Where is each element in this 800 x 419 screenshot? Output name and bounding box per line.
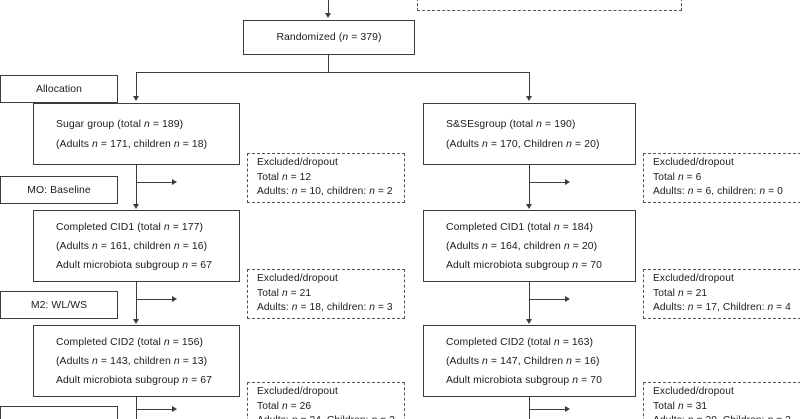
sugar-excl2-total: Total n = 21 bbox=[257, 287, 312, 299]
ssse-cid2-line-1: Completed CID2 (total n = 163) bbox=[446, 336, 594, 348]
connector-randomized-down bbox=[328, 55, 330, 72]
stage-m2-text: M2: WL/WS bbox=[30, 299, 88, 311]
randomized-box: Randomized (n = 379) bbox=[243, 20, 415, 55]
sugar-excl1-detail: Adults: n = 10, children: n = 2 bbox=[257, 186, 393, 198]
sugar-excl3-heading: Excluded/dropout bbox=[257, 385, 338, 397]
connector-split-right bbox=[529, 72, 531, 96]
arrow-into-ssse-excl2 bbox=[565, 295, 570, 302]
sugar-excluded-after-allocation-box: Excluded/dropout Total n = 12 Adults: n … bbox=[247, 153, 405, 203]
screening-exclusions-box: □ Declined to participate (n = 6) bbox=[417, 0, 682, 11]
sugar-cid1-line-2: (Adults n = 161, children n = 16) bbox=[56, 240, 208, 252]
arrow-into-sugar-group bbox=[133, 96, 140, 101]
ssse-excl3-heading: Excluded/dropout bbox=[653, 385, 734, 397]
sugar-excl2-heading: Excluded/dropout bbox=[257, 272, 338, 284]
connector-split-left bbox=[136, 72, 138, 96]
ssse-excl3-total: Total n = 31 bbox=[653, 400, 708, 412]
sugar-cid2-line-3: Adult microbiota subgroup n = 67 bbox=[56, 374, 212, 386]
sugar-excluded-after-cid1-box: Excluded/dropout Total n = 21 Adults: n … bbox=[247, 269, 405, 319]
arrow-into-ssse-cid2 bbox=[526, 319, 533, 324]
stage-label-next bbox=[0, 406, 118, 419]
arrow-into-sugar-cid1 bbox=[133, 204, 140, 209]
sugar-allocation-box: Sugar group (total n = 189) (Adults n = … bbox=[33, 103, 240, 165]
ssse-excl2-heading: Excluded/dropout bbox=[653, 272, 734, 284]
ssse-allocation-box: S&SEsgroup (total n = 190) (Adults n = 1… bbox=[423, 103, 636, 165]
ssse-allocation-line-1: S&SEsgroup (total n = 190) bbox=[446, 118, 576, 130]
sugar-allocation-line-2: (Adults n = 171, children n = 18) bbox=[56, 138, 208, 150]
ssse-excl1-total: Total n = 6 bbox=[653, 171, 702, 183]
sugar-excluded-after-cid2-box: Excluded/dropout Total n = 26 Adults: n … bbox=[247, 382, 405, 419]
ssse-cid1-box: Completed CID1 (total n = 184) (Adults n… bbox=[423, 210, 636, 282]
arrow-into-randomized bbox=[325, 13, 332, 18]
connector-ssse-excl2 bbox=[529, 299, 566, 301]
stage-allocation-text: Allocation bbox=[35, 83, 83, 95]
ssse-cid2-line-2: (Adults n = 147, Children n = 16) bbox=[446, 355, 600, 367]
connector-ssse-alloc-down bbox=[529, 165, 531, 207]
connector-sugar-excl3 bbox=[136, 409, 173, 411]
arrow-into-ssse-group bbox=[526, 96, 533, 101]
stage-label-m2: M2: WL/WS bbox=[0, 291, 118, 319]
sugar-cid2-line-2: (Adults n = 143, children n = 13) bbox=[56, 355, 208, 367]
ssse-excl1-detail: Adults: n = 6, children: n = 0 bbox=[653, 186, 783, 198]
connector-sugar-cid2-down bbox=[136, 397, 138, 419]
ssse-excluded-after-allocation-box: Excluded/dropout Total n = 6 Adults: n =… bbox=[643, 153, 800, 203]
sugar-excl1-heading: Excluded/dropout bbox=[257, 156, 338, 168]
randomized-label: Randomized (n = 379) bbox=[276, 32, 382, 43]
connector-screening-to-randomized bbox=[328, 0, 330, 14]
arrow-into-sugar-excl1 bbox=[172, 178, 177, 185]
ssse-excl3-detail: Adults: n = 29, Children: n = 2 bbox=[653, 414, 800, 419]
ssse-cid2-line-3: Adult microbiota subgroup n = 70 bbox=[446, 374, 602, 386]
connector-sugar-cid1-down bbox=[136, 282, 138, 322]
ssse-cid1-line-3: Adult microbiota subgroup n = 70 bbox=[446, 259, 602, 271]
ssse-excluded-after-cid1-box: Excluded/dropout Total n = 21 Adults: n … bbox=[643, 269, 800, 319]
ssse-excl1-heading: Excluded/dropout bbox=[653, 156, 734, 168]
connector-sugar-alloc-down bbox=[136, 165, 138, 207]
ssse-cid2-box: Completed CID2 (total n = 163) (Adults n… bbox=[423, 325, 636, 397]
ssse-excl2-total: Total n = 21 bbox=[653, 287, 708, 299]
connector-sugar-excl1 bbox=[136, 182, 173, 184]
sugar-excl1-total: Total n = 12 bbox=[257, 171, 312, 183]
stage-label-baseline: MO: Baseline bbox=[0, 176, 118, 204]
allocation-split-bus bbox=[136, 72, 530, 74]
arrow-into-sugar-cid2 bbox=[133, 319, 140, 324]
sugar-cid1-line-1: Completed CID1 (total n = 177) bbox=[56, 221, 204, 233]
arrow-into-ssse-excl3 bbox=[565, 405, 570, 412]
sugar-excl3-detail: Adults: n = 24, Children: n = 2 bbox=[257, 414, 404, 419]
sugar-cid1-box: Completed CID1 (total n = 177) (Adults n… bbox=[33, 210, 240, 282]
sugar-excl3-total: Total n = 26 bbox=[257, 400, 312, 412]
connector-ssse-excl3 bbox=[529, 409, 566, 411]
stage-label-allocation: Allocation bbox=[0, 75, 118, 103]
ssse-excluded-after-cid2-box: Excluded/dropout Total n = 31 Adults: n … bbox=[643, 382, 800, 419]
connector-ssse-cid2-down bbox=[529, 397, 531, 419]
sugar-excl2-detail: Adults: n = 18, children: n = 3 bbox=[257, 302, 393, 314]
sugar-cid2-box: Completed CID2 (total n = 156) (Adults n… bbox=[33, 325, 240, 397]
stage-baseline-text: MO: Baseline bbox=[27, 184, 91, 196]
connector-ssse-excl1 bbox=[529, 182, 566, 184]
connector-sugar-excl2 bbox=[136, 299, 173, 301]
sugar-allocation-line-1: Sugar group (total n = 189) bbox=[56, 118, 184, 130]
ssse-cid1-line-2: (Adults n = 164, children n = 20) bbox=[446, 240, 598, 252]
arrow-into-ssse-excl1 bbox=[565, 178, 570, 185]
connector-ssse-cid1-down bbox=[529, 282, 531, 322]
ssse-cid1-line-1: Completed CID1 (total n = 184) bbox=[446, 221, 594, 233]
sugar-cid1-line-3: Adult microbiota subgroup n = 67 bbox=[56, 259, 212, 271]
arrow-into-sugar-excl3 bbox=[172, 405, 177, 412]
sugar-cid2-line-1: Completed CID2 (total n = 156) bbox=[56, 336, 204, 348]
ssse-excl2-detail: Adults: n = 17, Children: n = 4 bbox=[653, 302, 791, 314]
ssse-allocation-line-2: (Adults n = 170, Children n = 20) bbox=[446, 138, 600, 150]
arrow-into-ssse-cid1 bbox=[526, 204, 533, 209]
arrow-into-sugar-excl2 bbox=[172, 295, 177, 302]
